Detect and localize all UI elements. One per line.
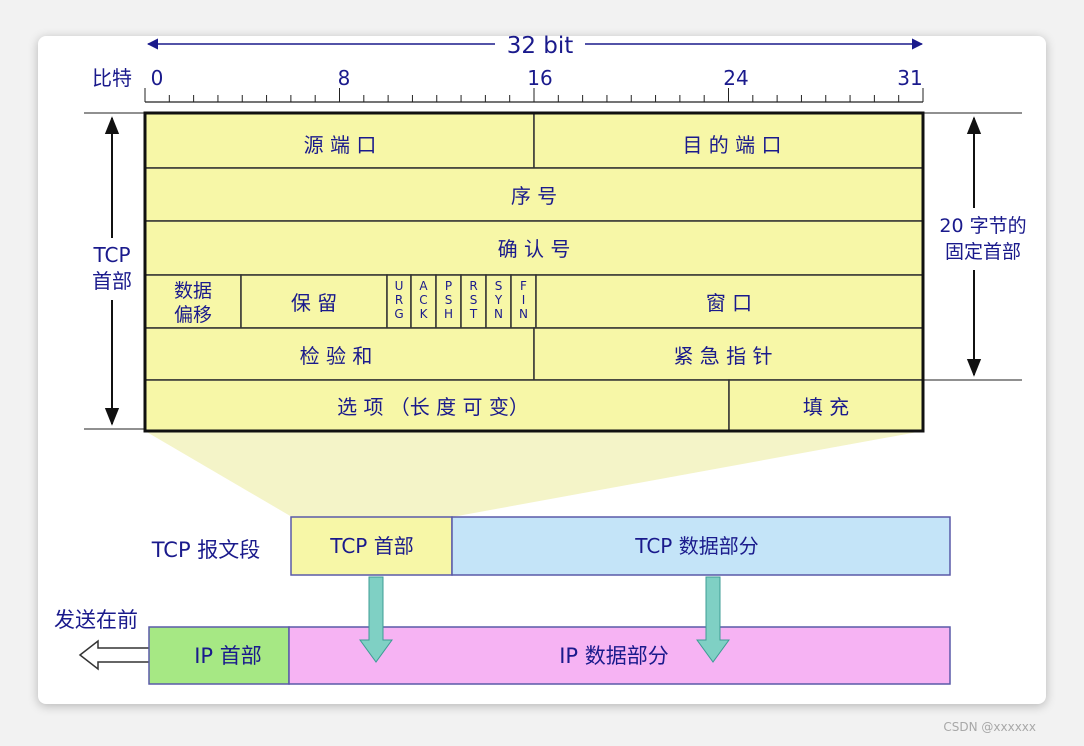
fixed-header-span: 20 字节的 固定首部 <box>923 112 1027 381</box>
watermark: CSDN @xxxxxx <box>943 720 1036 734</box>
tcp-segment: TCP 报文段 TCP 首部 TCP 数据部分 <box>151 516 951 576</box>
ip-data-box-label: IP 数据部分 <box>559 644 669 668</box>
width-label: 32 bit <box>507 33 574 59</box>
reserved-field <box>240 274 388 329</box>
tcp-header-label: TCP <box>92 243 130 267</box>
ip-header-box-label: IP 首部 <box>194 644 262 668</box>
ip-header-box <box>148 626 290 685</box>
window-label: 窗 口 <box>706 291 752 315</box>
offset-label: 数据 <box>174 280 212 302</box>
options-field <box>144 379 730 432</box>
send-direction-arrow-icon <box>78 639 151 671</box>
urgent-pointer-label: 紧 急 指 针 <box>673 344 772 368</box>
bit-label: 比特 <box>92 66 132 90</box>
fixed-header-label: 20 字节的 <box>939 215 1026 237</box>
tcp-header-box-label: TCP 首部 <box>329 534 413 558</box>
down-arrow-icon <box>696 576 730 663</box>
flag-ack <box>410 274 437 329</box>
padding-label: 填 充 <box>803 395 849 419</box>
flag-rst <box>460 274 487 329</box>
dst-port-field <box>533 112 924 169</box>
seq-label: 序 号 <box>511 184 557 208</box>
fixed-header-label: 固定首部 <box>945 241 1021 263</box>
options-label: 选 项 （长 度 可 变） <box>337 395 529 419</box>
ruler-ticks <box>144 88 924 102</box>
width-arrow: 32 bit <box>146 33 924 59</box>
tcp-header-span: TCP 首部 <box>84 112 145 430</box>
src-port-label: 源 端 口 <box>304 133 377 157</box>
send-first-label: 发送在前 <box>54 608 138 632</box>
header-outline <box>143 111 925 433</box>
tcp-header-label: 首部 <box>92 269 132 293</box>
flag-syn <box>485 274 512 329</box>
ip-datagram: 发送在前 IP 首部 IP 数据部分 <box>54 608 951 685</box>
tcp-segment-label: TCP 报文段 <box>151 538 261 562</box>
dst-port-label: 目 的 端 口 <box>682 133 781 157</box>
checksum-label: 检 验 和 <box>300 344 373 368</box>
checksum-field <box>144 327 535 381</box>
bit-tick-label: 24 <box>723 66 748 90</box>
tcp-data-box-label: TCP 数据部分 <box>634 534 758 558</box>
bit-tick-label: 31 <box>897 66 922 90</box>
padding-field <box>728 379 924 432</box>
offset-label: 偏移 <box>174 304 212 326</box>
bit-tick-label: 8 <box>338 66 351 90</box>
bit-tick-label: 16 <box>527 66 552 90</box>
bit-ruler: 比特 0 8 16 24 31 <box>92 66 924 103</box>
reserved-label: 保 留 <box>291 291 337 315</box>
down-arrow-icon <box>359 576 393 663</box>
ack-label: 确 认 号 <box>498 237 571 261</box>
flag-psh <box>435 274 462 329</box>
offset-field <box>144 274 242 329</box>
ip-data-box <box>288 626 951 685</box>
tcp-data-box <box>451 516 951 576</box>
projection-shape <box>145 431 923 517</box>
bit-tick-label: 0 <box>151 66 164 90</box>
seq-field <box>144 167 924 222</box>
